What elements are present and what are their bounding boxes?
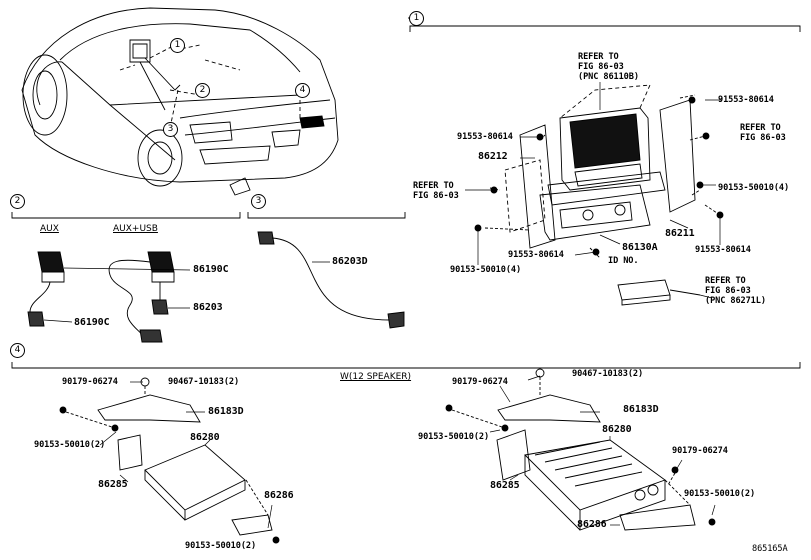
id-no-label: ID NO. bbox=[608, 256, 639, 266]
aux-usb-caption: AUX+USB bbox=[113, 224, 158, 234]
part-86212: 86212 bbox=[478, 151, 508, 162]
part-91553-top-right: 91553-80614 bbox=[718, 95, 774, 105]
right-part-86286: 86286 bbox=[577, 519, 607, 530]
refer-left-line1: REFER TO bbox=[413, 181, 454, 191]
left-part-90153: 90153-50010(2) bbox=[34, 440, 106, 450]
right-part-90179: 90179-06274 bbox=[452, 377, 508, 387]
speaker-caption: W(12 SPEAKER) bbox=[340, 372, 412, 382]
section-4-callout: 4 bbox=[10, 343, 25, 358]
callout-1-on-car: 1 bbox=[170, 38, 185, 53]
amplifier-right bbox=[445, 368, 716, 531]
part-86203d: 86203D bbox=[332, 256, 368, 267]
part-86190c-right: 86190C bbox=[193, 264, 229, 275]
refer-right-line1: REFER TO bbox=[740, 123, 781, 133]
callout-2-on-car: 2 bbox=[195, 83, 210, 98]
right-part-90179-bottom: 90179-06274 bbox=[672, 446, 728, 456]
figure-id: 865165A bbox=[752, 544, 788, 554]
part-91553-bottom-right: 91553-80614 bbox=[695, 245, 751, 255]
left-part-86183d: 86183D bbox=[208, 406, 244, 417]
refer-bottom-line1: REFER TO bbox=[705, 276, 746, 286]
part-86130a: 86130A bbox=[622, 242, 658, 253]
refer-bottom-line3: (PNC 86271L) bbox=[705, 296, 766, 306]
part-86190c-left: 86190C bbox=[74, 317, 110, 328]
left-part-86280: 86280 bbox=[190, 432, 220, 443]
part-86211: 86211 bbox=[665, 228, 695, 239]
module-86271l bbox=[617, 279, 701, 306]
left-part-86286: 86286 bbox=[264, 490, 294, 501]
left-part-90467: 90467-10183(2) bbox=[168, 377, 240, 387]
callout-4-on-car: 4 bbox=[295, 83, 310, 98]
refer-right-line2: FIG 86-03 bbox=[740, 133, 786, 143]
right-part-86285: 86285 bbox=[490, 480, 520, 491]
refer-left-line2: FIG 86-03 bbox=[413, 191, 459, 201]
right-part-86280: 86280 bbox=[602, 424, 632, 435]
leader-lines bbox=[43, 82, 722, 529]
extension-cable-86203d bbox=[257, 231, 405, 329]
part-91553-bottom-mid: 91553-80614 bbox=[508, 250, 564, 260]
callout-3-on-car: 3 bbox=[163, 122, 178, 137]
section-3-callout: 3 bbox=[251, 194, 266, 209]
refer-top-line2: FIG 86-03 bbox=[578, 62, 624, 72]
right-part-90153-bottom: 90153-50010(2) bbox=[684, 489, 756, 499]
right-part-90153: 90153-50010(2) bbox=[418, 432, 490, 442]
aux-jack-assemblies bbox=[27, 251, 175, 343]
refer-top-line3: (PNC 86110B) bbox=[578, 72, 639, 82]
right-part-90467: 90467-10183(2) bbox=[572, 369, 644, 379]
part-90153-right: 90153-50010(4) bbox=[718, 183, 790, 193]
car-illustration bbox=[21, 7, 339, 196]
section-1-callout: 1 bbox=[409, 11, 424, 26]
left-part-90179: 90179-06274 bbox=[62, 377, 118, 387]
head-unit-assembly bbox=[474, 84, 724, 259]
refer-bottom-line2: FIG 86-03 bbox=[705, 286, 751, 296]
section-2-callout: 2 bbox=[10, 194, 25, 209]
left-part-86285: 86285 bbox=[98, 479, 128, 490]
left-part-90153-bottom: 90153-50010(2) bbox=[185, 541, 257, 551]
part-90153-left: 90153-50010(4) bbox=[450, 265, 522, 275]
part-86203: 86203 bbox=[193, 302, 223, 313]
part-91553-top-left: 91553-80614 bbox=[457, 132, 513, 142]
right-part-86183d: 86183D bbox=[623, 404, 659, 415]
refer-top-line1: REFER TO bbox=[578, 52, 619, 62]
amplifier-left bbox=[59, 377, 280, 544]
aux-caption: AUX bbox=[40, 224, 59, 234]
